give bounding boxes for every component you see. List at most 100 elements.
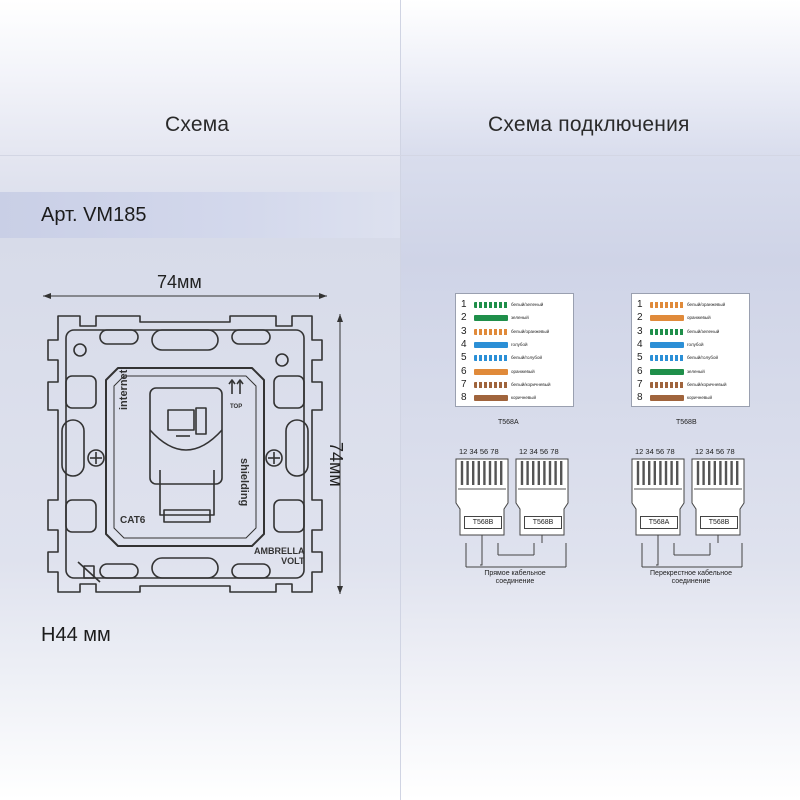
wire-label: белый/коричневый xyxy=(687,381,727,387)
top-label: TOP xyxy=(230,404,242,410)
wire-number: 2 xyxy=(461,312,467,324)
cat6-label: CAT6 xyxy=(120,515,146,526)
wire-row: 7 белый/коричневый xyxy=(456,378,573,391)
cable-link xyxy=(480,543,483,566)
wiring-table-t568a: 1 белый/зеленый 2 зеленый 3 белый/оранжевый 4 г… xyxy=(455,293,574,407)
article-number: Арт. VM185 xyxy=(41,204,147,226)
wire-color-swatch xyxy=(474,341,508,348)
pin-numbers-straight-right: 12 34 56 78 xyxy=(519,447,559,456)
wire-color-swatch xyxy=(474,368,508,375)
std-straight-left: T568B xyxy=(464,516,502,529)
header-connection-scheme: Схема подключения xyxy=(488,113,690,136)
pin-numbers-cross-right: 12 34 56 78 xyxy=(695,447,735,456)
wire-number: 4 xyxy=(461,338,467,350)
wire-color-swatch xyxy=(474,395,508,402)
brand-line-2: VOLT xyxy=(281,556,305,566)
wire-label: белый/оранжевый xyxy=(511,328,550,334)
wire-row: 1 белый/оранжевый xyxy=(632,298,749,311)
wire-color-swatch xyxy=(650,395,684,402)
wire-row: 2 оранжевый xyxy=(632,311,749,324)
wire-color-swatch xyxy=(650,381,684,388)
wire-row: 5 белый/голубой xyxy=(632,351,749,364)
shielding-label: shielding xyxy=(238,458,250,507)
wiring-table-t568b: 1 белый/оранжевый 2 оранжевый 3 белый/зеленый… xyxy=(631,293,750,407)
wire-number: 6 xyxy=(637,365,643,377)
wire-color-swatch xyxy=(650,315,684,322)
wire-label: белый/голубой xyxy=(511,355,542,361)
article-band xyxy=(0,192,400,238)
cable-link xyxy=(656,543,659,566)
wire-color-swatch xyxy=(650,302,684,308)
wire-row: 8 коричневый xyxy=(456,391,573,404)
brand-line-1: AMBRELLA xyxy=(254,546,305,556)
wire-row: 2 зеленый xyxy=(456,311,573,324)
wire-number: 3 xyxy=(637,325,643,337)
wire-label: зеленый xyxy=(687,368,705,374)
wire-label: коричневый xyxy=(511,395,537,401)
wire-label: голубой xyxy=(687,341,704,347)
wire-row: 3 белый/зеленый xyxy=(632,325,749,338)
wire-color-swatch xyxy=(474,302,508,308)
wire-label: оранжевый xyxy=(687,315,711,321)
header-divider xyxy=(0,155,800,156)
wire-row: 4 голубой xyxy=(456,338,573,351)
wire-color-swatch xyxy=(474,355,508,362)
pin-numbers-straight-left: 12 34 56 78 xyxy=(459,447,499,456)
wire-number: 1 xyxy=(461,299,467,310)
std-straight-right: T568B xyxy=(524,516,562,529)
wire-number: 5 xyxy=(637,352,643,364)
straight-caption-line-2: соединение xyxy=(495,578,535,585)
wire-row: 4 голубой xyxy=(632,338,749,351)
wire-row: 6 оранжевый xyxy=(456,365,573,378)
wire-number: 4 xyxy=(637,338,643,350)
brand-label: AMBRELLA VOLT xyxy=(254,546,305,566)
wire-label: белый/зеленый xyxy=(687,328,720,334)
wire-row: 6 зеленый xyxy=(632,365,749,378)
wire-color-swatch xyxy=(474,381,508,388)
wire-row: 7 белый/коричневый xyxy=(632,378,749,391)
wire-number: 8 xyxy=(637,392,643,404)
wire-color-swatch xyxy=(650,341,684,348)
header-scheme: Схема xyxy=(165,113,230,136)
wire-color-swatch xyxy=(650,328,684,335)
wire-number: 3 xyxy=(461,325,467,337)
wire-label: коричневый xyxy=(687,395,713,401)
wire-label: белый/зеленый xyxy=(511,302,544,307)
wire-number: 8 xyxy=(461,392,467,404)
wire-row: 8 коричневый xyxy=(632,391,749,404)
wire-label: зеленый xyxy=(511,315,529,321)
crossover-caption-line-2: соединение xyxy=(671,578,711,585)
wire-label: белый/оранжевый xyxy=(687,302,726,307)
wire-number: 5 xyxy=(461,352,467,364)
wire-number: 6 xyxy=(461,365,467,377)
wire-color-swatch xyxy=(650,355,684,362)
wire-number: 7 xyxy=(637,378,643,390)
wire-label: белый/коричневый xyxy=(511,381,551,387)
wire-label: оранжевый xyxy=(511,368,535,374)
wire-row: 5 белый/голубой xyxy=(456,351,573,364)
dimension-lines xyxy=(43,293,343,594)
wire-number: 1 xyxy=(637,299,643,310)
wire-number: 2 xyxy=(637,312,643,324)
panel-divider xyxy=(400,0,401,800)
crossover-caption-line-1: Перекрестное кабельное xyxy=(650,570,732,577)
straight-caption-line-1: Прямое кабельное xyxy=(484,570,546,577)
std-cross-right: T568B xyxy=(700,516,738,529)
width-dimension: 74мм xyxy=(157,272,202,292)
wire-row: 1 белый/зеленый xyxy=(456,298,573,311)
wire-label: белый/голубой xyxy=(687,355,718,361)
crossover-caption: Перекрестное кабельное соединение xyxy=(636,570,746,586)
wire-number: 7 xyxy=(461,378,467,390)
internet-label: internet xyxy=(118,369,130,410)
height-label: H44 мм xyxy=(41,624,111,646)
wiring-caption-t568a: T568A xyxy=(498,419,519,426)
device-drawing: TOP xyxy=(47,315,323,593)
wiring-caption-t568b: T568B xyxy=(676,419,697,426)
pin-numbers-cross-left: 12 34 56 78 xyxy=(635,447,675,456)
wire-label: голубой xyxy=(511,341,528,347)
wire-color-swatch xyxy=(650,368,684,375)
std-cross-left: T568A xyxy=(640,516,678,529)
straight-caption: Прямое кабельное соединение xyxy=(460,570,570,586)
wire-row: 3 белый/оранжевый xyxy=(456,325,573,338)
wire-color-swatch xyxy=(474,328,508,335)
